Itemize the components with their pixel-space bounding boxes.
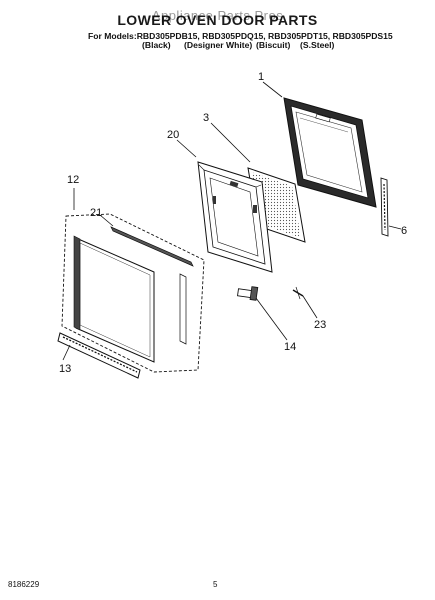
color-stainless: (S.Steel) bbox=[300, 40, 335, 50]
callout-1: 1 bbox=[258, 71, 264, 83]
callout-20: 20 bbox=[167, 129, 179, 141]
color-designer-white: (Designer White) bbox=[184, 40, 253, 50]
watermark: Appliance Parts Pros bbox=[151, 8, 284, 23]
callout-3: 3 bbox=[203, 112, 209, 124]
callout-13: 13 bbox=[59, 363, 71, 375]
part-screw bbox=[292, 286, 304, 300]
callout-6: 6 bbox=[401, 225, 407, 237]
part-bottom-vent bbox=[57, 332, 141, 379]
part-door-assembly-outline bbox=[61, 213, 205, 373]
part-door-frame bbox=[283, 97, 377, 208]
part-latch-pin bbox=[237, 286, 259, 301]
page-number: 5 bbox=[213, 580, 218, 589]
part-hinge bbox=[380, 177, 389, 237]
part-door-panel bbox=[73, 235, 155, 363]
callout-12: 12 bbox=[67, 174, 79, 186]
color-biscuit: (Biscuit) bbox=[256, 40, 291, 50]
color-black: (Black) bbox=[142, 40, 171, 50]
part-top-trim bbox=[110, 226, 194, 345]
callout-21: 21 bbox=[90, 207, 102, 219]
model-list: For Models:RBD305PDB15, RBD305PDQ15, RBD… bbox=[88, 31, 393, 41]
page-title: LOWER OVEN DOOR PARTS bbox=[117, 12, 318, 28]
part-inner-liner bbox=[197, 161, 273, 273]
part-number: 8186229 bbox=[8, 580, 40, 589]
callout-14: 14 bbox=[284, 341, 296, 353]
callout-23: 23 bbox=[314, 319, 326, 331]
leader-lines bbox=[62, 81, 402, 361]
